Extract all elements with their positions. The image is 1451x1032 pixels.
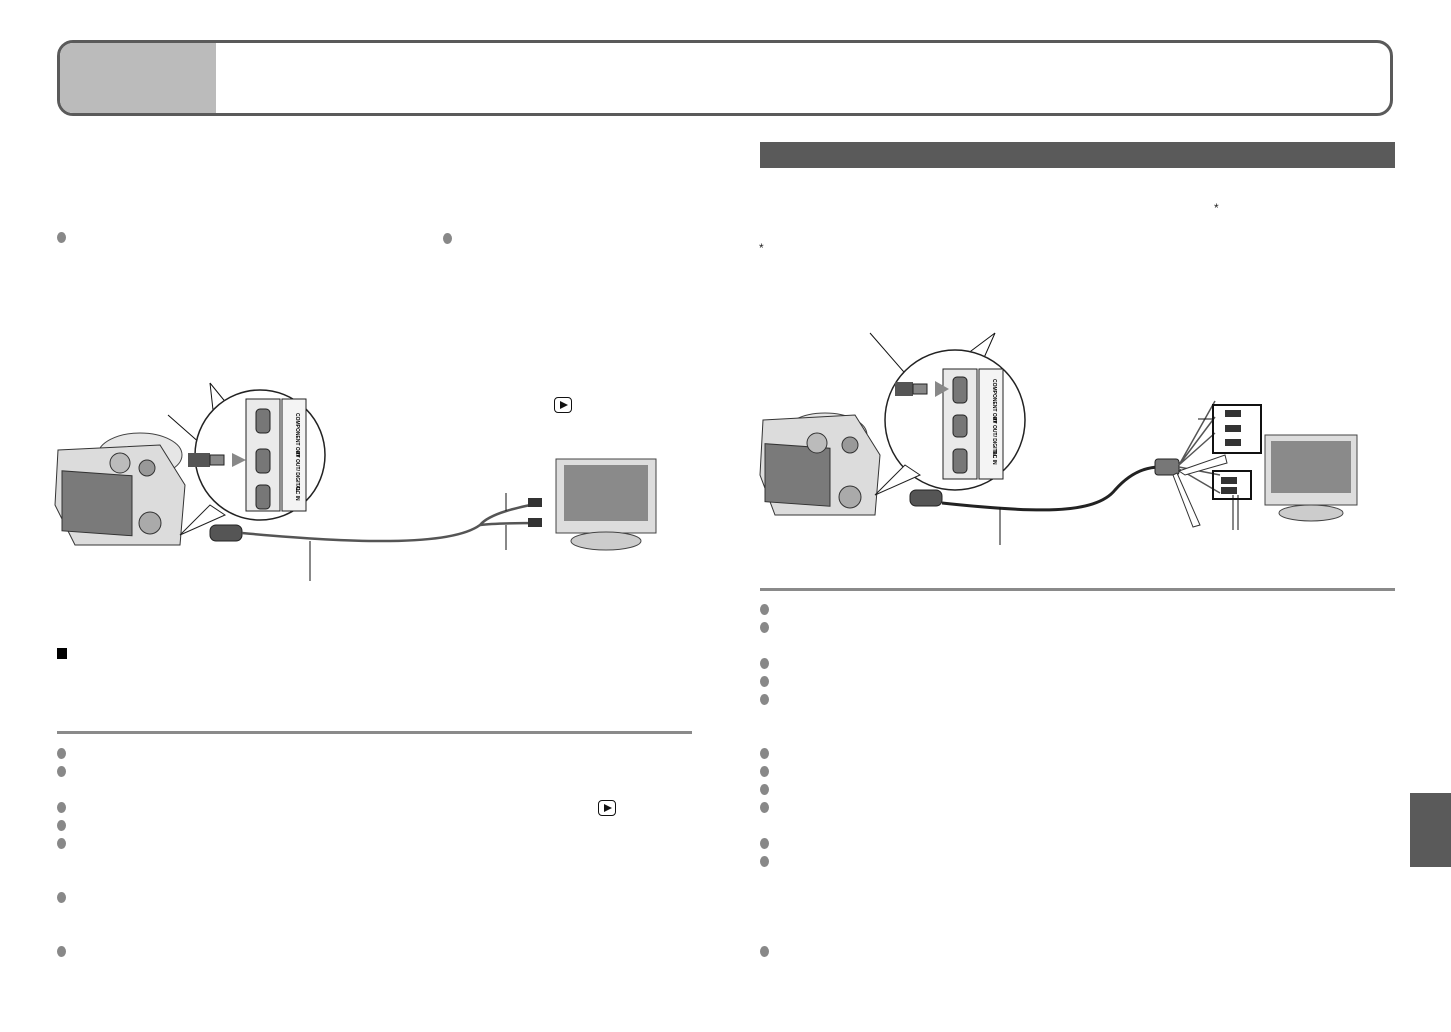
bullet <box>57 802 66 813</box>
chapter-tab <box>60 43 216 113</box>
section-title-bar <box>760 142 1395 168</box>
divider <box>760 588 1395 591</box>
port-label-component-out: COMPONENT OUT <box>991 379 997 423</box>
bullet <box>760 748 769 759</box>
bullet <box>760 658 769 669</box>
chapter-side-tab <box>1410 793 1451 867</box>
playback-button-icon <box>598 800 616 816</box>
footnote-marker: * <box>1214 201 1219 215</box>
divider <box>57 731 692 734</box>
bullet <box>760 946 769 957</box>
camera-icon <box>54 432 186 546</box>
port-label-component-out: COMPONENT OUT <box>294 413 300 457</box>
bullet <box>443 233 452 244</box>
bullet <box>760 802 769 813</box>
port-label-av-out: AV OUT/ DIGITAL <box>294 451 300 492</box>
port-label-dc-in: DC IN <box>294 487 300 501</box>
subsection-marker <box>57 648 67 659</box>
bullet <box>57 892 66 903</box>
bullet <box>57 820 66 831</box>
bullet <box>760 622 769 633</box>
footnote-marker: * <box>759 241 764 255</box>
camera-icon <box>759 412 881 516</box>
camera-tv-connection-diagram-component: COMPONENT OUT AV OUT/ DIGITAL DC IN <box>759 332 1358 545</box>
tv-icon <box>1264 434 1358 522</box>
bullet <box>760 604 769 615</box>
port-label-dc-in: DC IN <box>991 451 997 465</box>
bullet <box>57 766 66 777</box>
bullet <box>760 856 769 867</box>
bullet <box>57 946 66 957</box>
bullet <box>760 838 769 849</box>
bullet <box>760 784 769 795</box>
tv-icon <box>555 458 657 551</box>
bullet <box>57 748 66 759</box>
camera-tv-connection-diagram-av: COMPONENT OUT AV OUT/ DIGITAL DC IN <box>54 382 657 581</box>
bullet <box>760 694 769 705</box>
chapter-header <box>57 40 1393 116</box>
bullet <box>760 676 769 687</box>
bullet <box>760 766 769 777</box>
playback-button-icon <box>554 397 572 413</box>
bullet <box>57 232 66 243</box>
port-label-av-out: AV OUT/ DIGITAL <box>991 417 997 458</box>
bullet <box>57 838 66 849</box>
